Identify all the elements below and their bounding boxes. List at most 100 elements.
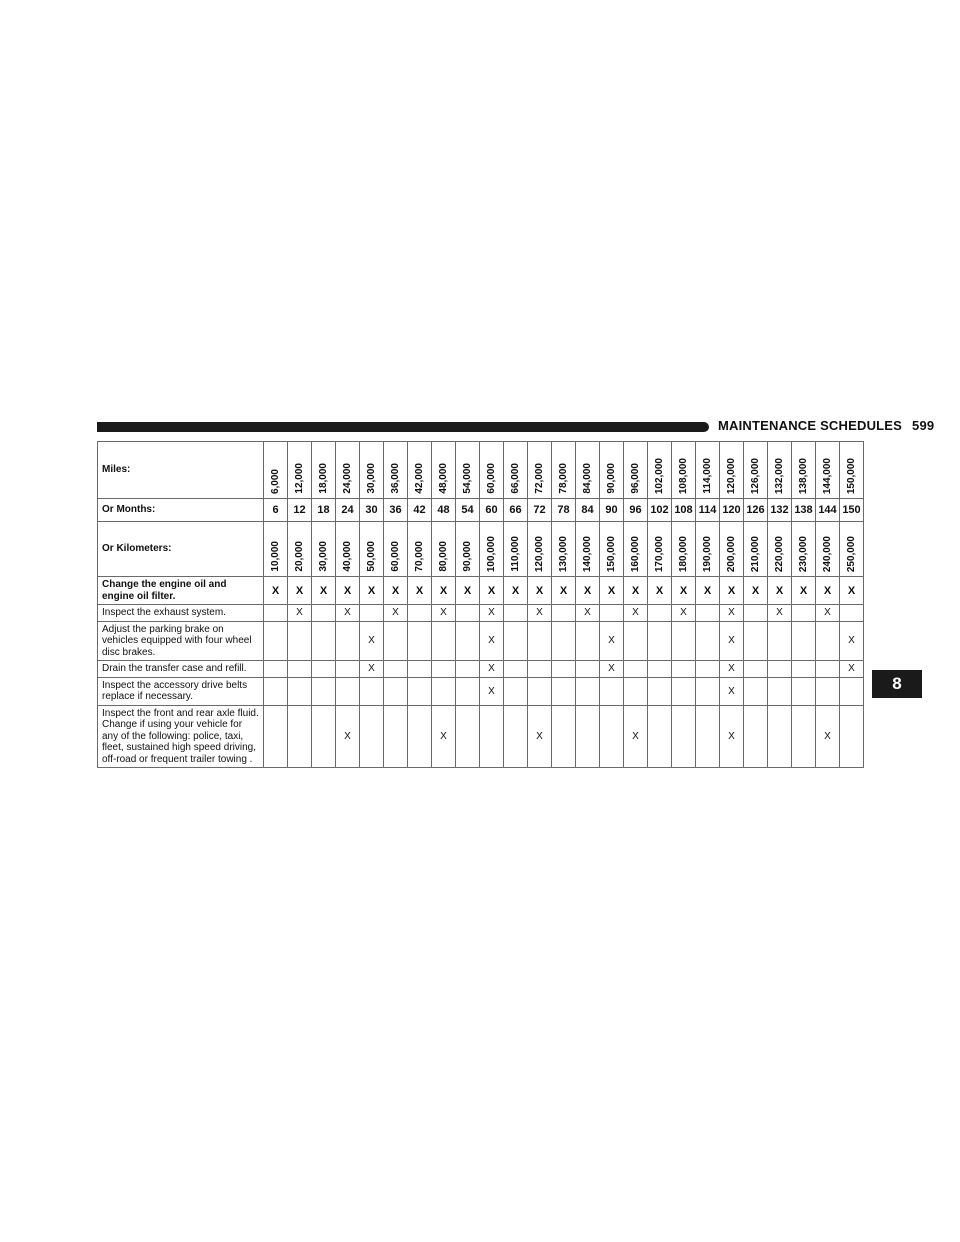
schedule-cell: X [839, 576, 864, 605]
schedule-cell [311, 704, 336, 768]
schedule-cell: X [815, 704, 840, 768]
row-label: Inspect the exhaust system. [97, 604, 264, 622]
chapter-tab: 8 [872, 670, 922, 698]
row-label: Inspect the front and rear axle fluid. C… [97, 704, 264, 768]
schedule-cell [599, 604, 624, 622]
schedule-cell: 54 [455, 498, 480, 522]
schedule-cell: 108,000 [671, 441, 696, 499]
schedule-cell: X [671, 604, 696, 622]
schedule-cell [407, 660, 432, 678]
schedule-cell [743, 604, 768, 622]
schedule-cell [407, 604, 432, 622]
interval-value: 66,000 [509, 463, 521, 494]
schedule-cell [575, 660, 600, 678]
schedule-cell [359, 604, 384, 622]
row-label: Drain the transfer case and refill. [97, 660, 264, 678]
schedule-cell: 60,000 [479, 441, 504, 499]
schedule-cell: X [719, 660, 744, 678]
schedule-cell [671, 704, 696, 768]
schedule-cell [311, 604, 336, 622]
schedule-cell: 96,000 [623, 441, 648, 499]
schedule-cell: 120 [719, 498, 744, 522]
schedule-cell [743, 704, 768, 768]
interval-value: 140,000 [581, 535, 593, 572]
schedule-cell [695, 660, 720, 678]
schedule-cell: X [263, 576, 288, 605]
schedule-cell: 250,000 [839, 521, 864, 577]
schedule-cell: 42,000 [407, 441, 432, 499]
schedule-cell [455, 704, 480, 768]
schedule-cell: X [503, 576, 528, 605]
interval-value: 6,000 [269, 468, 281, 494]
schedule-cell: 150,000 [599, 521, 624, 577]
schedule-cell [455, 660, 480, 678]
schedule-cell [743, 660, 768, 678]
schedule-cell: 220,000 [767, 521, 792, 577]
schedule-cell: X [479, 604, 504, 622]
schedule-cell [287, 620, 312, 661]
schedule-cell [287, 676, 312, 706]
interval-value: 36,000 [389, 463, 401, 494]
schedule-cell: X [719, 576, 744, 605]
schedule-cell [503, 660, 528, 678]
schedule-cell [527, 620, 552, 661]
schedule-cell [359, 676, 384, 706]
interval-value: 170,000 [653, 535, 665, 572]
schedule-cell: X [431, 704, 456, 768]
interval-value: 42,000 [413, 463, 425, 494]
interval-value: 10,000 [269, 541, 281, 572]
schedule-cell [263, 620, 288, 661]
schedule-cell: 66,000 [503, 441, 528, 499]
interval-value: 54,000 [461, 463, 473, 494]
schedule-cell [311, 660, 336, 678]
schedule-cell: 200,000 [719, 521, 744, 577]
interval-value: 114,000 [701, 458, 713, 494]
schedule-cell [311, 676, 336, 706]
schedule-cell: X [551, 576, 576, 605]
schedule-cell [335, 620, 360, 661]
schedule-cell: 48 [431, 498, 456, 522]
schedule-cell: 90,000 [455, 521, 480, 577]
interval-value: 24,000 [341, 463, 353, 494]
schedule-cell: 150,000 [839, 441, 864, 499]
schedule-cell [767, 676, 792, 706]
schedule-cell: X [431, 604, 456, 622]
interval-value: 60,000 [389, 541, 401, 572]
schedule-cell: 126 [743, 498, 768, 522]
schedule-cell [767, 620, 792, 661]
schedule-cell: X [479, 576, 504, 605]
interval-value: 108,000 [677, 457, 689, 494]
schedule-cell: X [671, 576, 696, 605]
interval-value: 60,000 [485, 463, 497, 494]
schedule-cell: X [431, 576, 456, 605]
schedule-cell: X [623, 604, 648, 622]
schedule-cell [263, 704, 288, 768]
interval-value: 18,000 [317, 463, 329, 494]
schedule-cell [815, 620, 840, 661]
schedule-cell [743, 620, 768, 661]
interval-value: 96,000 [629, 463, 641, 494]
schedule-cell [431, 620, 456, 661]
schedule-cell [383, 704, 408, 768]
schedule-cell: 18 [311, 498, 336, 522]
schedule-cell: X [335, 604, 360, 622]
schedule-cell: X [359, 620, 384, 661]
interval-value: 190,000 [701, 535, 713, 572]
interval-value: 80,000 [437, 541, 449, 572]
schedule-cell: X [647, 576, 672, 605]
schedule-cell [671, 676, 696, 706]
schedule-cell: 12,000 [287, 441, 312, 499]
schedule-cell [575, 704, 600, 768]
table-row: Inspect the front and rear axle fluid. C… [97, 704, 864, 768]
interval-value: 138,000 [797, 457, 809, 494]
interval-value: 30,000 [365, 463, 377, 494]
schedule-cell: X [383, 604, 408, 622]
schedule-cell: X [743, 576, 768, 605]
schedule-cell: 18,000 [311, 441, 336, 499]
section-title: MAINTENANCE SCHEDULES [718, 418, 903, 433]
interval-value: 180,000 [677, 535, 689, 572]
interval-value: 110,000 [509, 536, 521, 572]
interval-value: 90,000 [605, 463, 617, 494]
